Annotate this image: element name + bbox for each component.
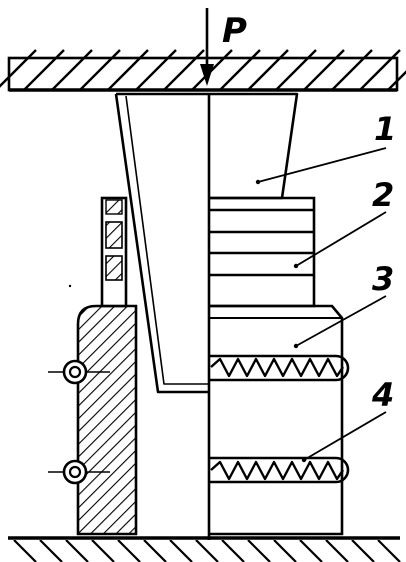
ring-stack [209,196,316,308]
load-label: P [222,11,247,51]
callout-4: 4 [371,376,394,414]
callout-2: 2 [372,176,394,214]
guide-bar [100,196,128,308]
leader-lines [257,147,387,461]
leader-dots [255,179,307,463]
ground-base [8,536,401,562]
spring-belt-lower [209,456,350,484]
fastener-lower [48,459,110,485]
callout-3: 3 [372,260,394,298]
callout-1: 1 [374,110,396,148]
housing [209,304,344,536]
tapered-punch [114,92,299,394]
side-holder [76,304,138,536]
load-arrow [200,8,214,86]
top-support [0,49,406,92]
spring-belt-upper [209,354,350,382]
fastener-upper [48,359,110,385]
small-dot [68,284,72,288]
